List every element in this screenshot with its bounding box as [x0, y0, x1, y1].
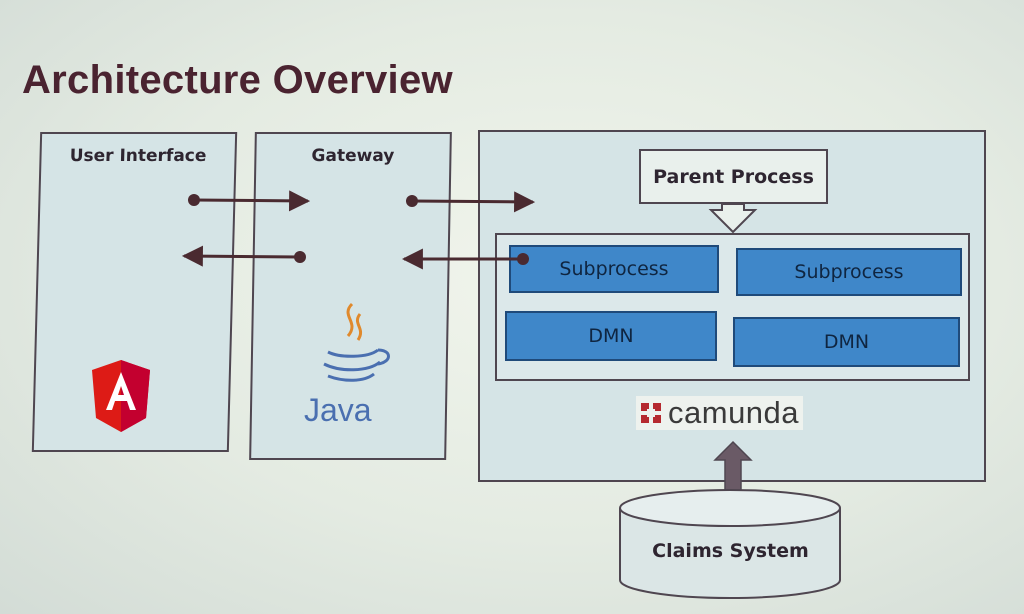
camunda-mark-icon [641, 403, 661, 423]
gateway-to-ui-arrow [181, 245, 306, 267]
subprocess-2: Subprocess [736, 248, 962, 296]
camunda-logo: camunda [636, 395, 804, 430]
engine-to-gateway-arrow [401, 248, 529, 270]
angular-logo-icon [92, 360, 150, 432]
dmn-1: DMN [505, 311, 717, 361]
claims-system-database [619, 489, 841, 599]
java-wordmark: Java [304, 392, 372, 428]
slide-title: Architecture Overview [22, 58, 453, 102]
parent-to-subprocess-arrow [708, 203, 758, 234]
parent-process-box: Parent Process [639, 149, 828, 204]
java-cup-icon [323, 302, 390, 382]
subprocess-1: Subprocess [509, 245, 719, 293]
ui-to-gateway-arrow [188, 190, 311, 212]
claims-system-label: Claims System [652, 540, 809, 562]
camunda-wordmark: camunda [668, 395, 800, 430]
gateway-to-engine-arrow [406, 191, 536, 213]
dmn-2: DMN [733, 317, 960, 367]
